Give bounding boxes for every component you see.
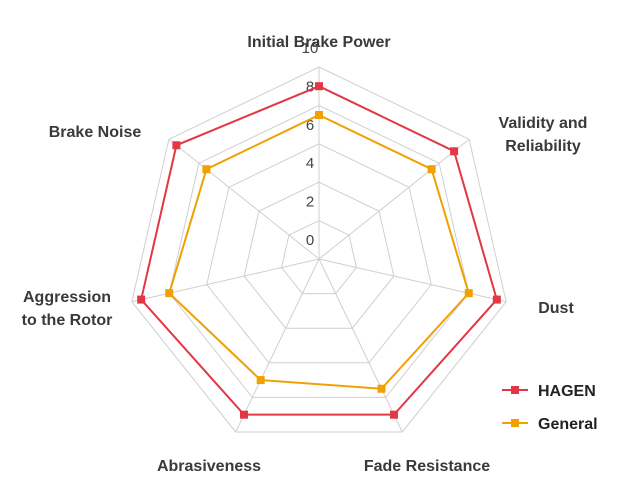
grid-spoke (318, 258, 403, 433)
tick-label: 0 (306, 232, 314, 249)
legend: HAGEN General (502, 383, 598, 433)
radial-tick-labels: 0 2 4 6 8 10 (302, 40, 319, 249)
data-point (427, 165, 436, 174)
tick-label: 8 (306, 78, 314, 95)
tick-label: 2 (306, 194, 314, 211)
axis-label-fade-resistance: Fade Resistance (364, 458, 490, 475)
data-point (315, 82, 323, 91)
grid-ring (131, 66, 507, 433)
axis-label-dust: Dust (538, 300, 574, 317)
axis-label-validity-and-reliability-line2: Reliability (505, 138, 581, 155)
axis-label-initial-brake-power: Initial Brake Power (247, 34, 390, 51)
axis-labels: Initial Brake Power Validity and Reliabi… (22, 34, 588, 475)
grid-ring (168, 104, 470, 398)
axis-label-brake-noise: Brake Noise (49, 124, 142, 141)
grid-ring (281, 220, 357, 295)
tick-label: 10 (302, 40, 319, 57)
grid-spoke (131, 258, 320, 303)
grid-ring (206, 143, 432, 364)
grid-spoke (318, 138, 470, 260)
data-point (240, 410, 249, 419)
series-layer (137, 82, 501, 419)
data-point (492, 295, 501, 304)
data-point (450, 147, 459, 156)
series-line (140, 85, 498, 416)
legend-item-hagen: HAGEN (502, 383, 596, 400)
grid-spoke (318, 258, 507, 303)
data-point (256, 376, 265, 385)
data-point (165, 289, 174, 298)
tick-label: 6 (306, 117, 314, 134)
data-point (137, 295, 146, 304)
series-general (165, 111, 473, 393)
grid-spoke (168, 138, 320, 260)
radar-grid (131, 66, 507, 433)
data-point (464, 289, 473, 298)
axis-label-abrasiveness: Abrasiveness (157, 458, 261, 475)
data-point (202, 165, 211, 174)
legend-item-general: General (502, 416, 598, 433)
tick-label: 4 (306, 155, 314, 172)
data-point (377, 384, 386, 393)
legend-label-general: General (538, 416, 598, 433)
grid-ring (243, 181, 395, 329)
axis-label-aggression-to-the-rotor-line2: to the Rotor (22, 312, 113, 329)
axis-label-validity-and-reliability-line1: Validity and (499, 115, 588, 132)
data-point (315, 111, 323, 119)
axis-label-aggression-to-the-rotor-line1: Aggression (23, 289, 111, 306)
data-point (172, 141, 181, 150)
grid-spoke (235, 258, 320, 433)
series-hagen (137, 82, 501, 419)
legend-label-hagen: HAGEN (538, 383, 596, 400)
series-line (168, 113, 470, 390)
data-point (389, 410, 398, 419)
